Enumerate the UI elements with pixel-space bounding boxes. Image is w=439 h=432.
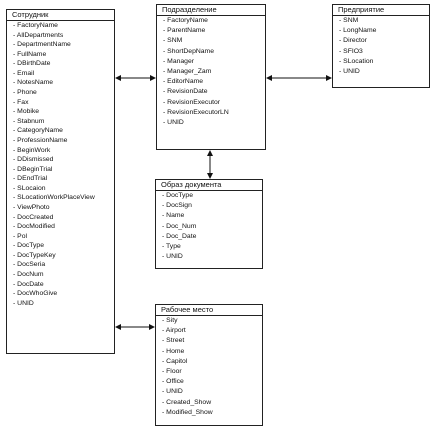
entity-field: UNID [339, 67, 429, 77]
entity-field: UNID [163, 118, 265, 128]
entity-field: DocDate [13, 280, 114, 290]
entity-enterprise-fields: SNMLongNameDirectorSFIO3SLocationUNID [333, 16, 429, 77]
entity-field: Office [162, 377, 262, 387]
entity-field: ShortDepName [163, 47, 265, 57]
entity-employee[interactable]: Сотрудник FactoryNameAllDepartmentsDepar… [6, 9, 115, 354]
entity-field: RevisionExecutor [163, 98, 265, 108]
entity-field: FullName [13, 50, 114, 60]
entity-document-image[interactable]: Образ документа DocTypeDocSignNameDoc_Nu… [155, 179, 263, 269]
entity-field: UNID [13, 299, 114, 309]
entity-field: Modified_Show [162, 408, 262, 418]
entity-field: Stabnum [13, 117, 114, 127]
entity-field: SLocaion [13, 184, 114, 194]
entity-field: Phone [13, 88, 114, 98]
entity-field: Director [339, 36, 429, 46]
entity-field: Fax [13, 98, 114, 108]
entity-field: Email [13, 69, 114, 79]
entity-field: UNID [162, 387, 262, 397]
entity-field: Pol [13, 232, 114, 242]
entity-field: DocSeria [13, 260, 114, 270]
entity-field: DEndTrial [13, 174, 114, 184]
entity-field: EditorName [163, 77, 265, 87]
entity-department-title: Подразделение [157, 5, 265, 16]
entity-field: AllDepartments [13, 31, 114, 41]
entity-field: SNM [163, 36, 265, 46]
entity-enterprise-title: Предприятие [333, 5, 429, 16]
entity-field: Manager_Zam [163, 67, 265, 77]
entity-field: DocNum [13, 270, 114, 280]
entity-field: Created_Show [162, 398, 262, 408]
entity-field: SFIO3 [339, 47, 429, 57]
entity-field: SLocationWorkPlaceView [13, 193, 114, 203]
entity-field: DocType [162, 191, 262, 201]
entity-field: SLocation [339, 57, 429, 67]
arrowhead-left [115, 324, 121, 330]
entity-field: Street [162, 336, 262, 346]
entity-department-fields: FactoryNameParentNameSNMShortDepNameMana… [157, 16, 265, 128]
entity-field: DDismissed [13, 155, 114, 165]
entity-field: ProfessionName [13, 136, 114, 146]
entity-document-image-title: Образ документа [156, 180, 262, 191]
entity-field: Home [162, 347, 262, 357]
entity-field: Airport [162, 326, 262, 336]
entity-field: RevisionExecutorLN [163, 108, 265, 118]
entity-field: DocCreated [13, 213, 114, 223]
entity-field: DocTypeKey [13, 251, 114, 261]
entity-document-image-fields: DocTypeDocSignNameDoc_NumDoc_DateTypeUNI… [156, 191, 262, 262]
entity-enterprise[interactable]: Предприятие SNMLongNameDirectorSFIO3SLoc… [332, 4, 430, 88]
entity-field: ParentName [163, 26, 265, 36]
entity-field: DocModified [13, 222, 114, 232]
entity-field: DocType [13, 241, 114, 251]
entity-field: NotesName [13, 78, 114, 88]
entity-field: ViewPhoto [13, 203, 114, 213]
entity-field: DBirthDate [13, 59, 114, 69]
entity-field: DocWhoGive [13, 289, 114, 299]
entity-field: LongName [339, 26, 429, 36]
entity-department[interactable]: Подразделение FactoryNameParentNameSNMSh… [156, 4, 266, 150]
entity-field: CategoryName [13, 126, 114, 136]
arrowhead-left [266, 75, 272, 81]
entity-field: Manager [163, 57, 265, 67]
entity-employee-title: Сотрудник [7, 10, 114, 21]
entity-workplace-fields: SityAirportStreetHomeCapitolFloorOfficeU… [156, 316, 262, 418]
entity-field: FactoryName [163, 16, 265, 26]
entity-field: RevisionDate [163, 87, 265, 97]
entity-field: SNM [339, 16, 429, 26]
arrowhead-up [207, 150, 213, 156]
arrowhead-left [115, 75, 121, 81]
entity-field: Floor [162, 367, 262, 377]
entity-field: Name [162, 211, 262, 221]
entity-employee-fields: FactoryNameAllDepartmentsDepartmentNameF… [7, 21, 114, 308]
entity-field: BeginWork [13, 146, 114, 156]
entity-field: Sity [162, 316, 262, 326]
entity-field: Type [162, 242, 262, 252]
entity-field: Doc_Date [162, 232, 262, 242]
entity-field: Mobike [13, 107, 114, 117]
entity-field: DocSign [162, 201, 262, 211]
entity-field: DBeginTrial [13, 165, 114, 175]
entity-field: FactoryName [13, 21, 114, 31]
entity-field: DepartmentName [13, 40, 114, 50]
entity-field: Doc_Num [162, 222, 262, 232]
entity-workplace[interactable]: Рабочее место SityAirportStreetHomeCapit… [155, 304, 263, 426]
entity-field: Capitol [162, 357, 262, 367]
entity-field: UNID [162, 252, 262, 262]
entity-workplace-title: Рабочее место [156, 305, 262, 316]
